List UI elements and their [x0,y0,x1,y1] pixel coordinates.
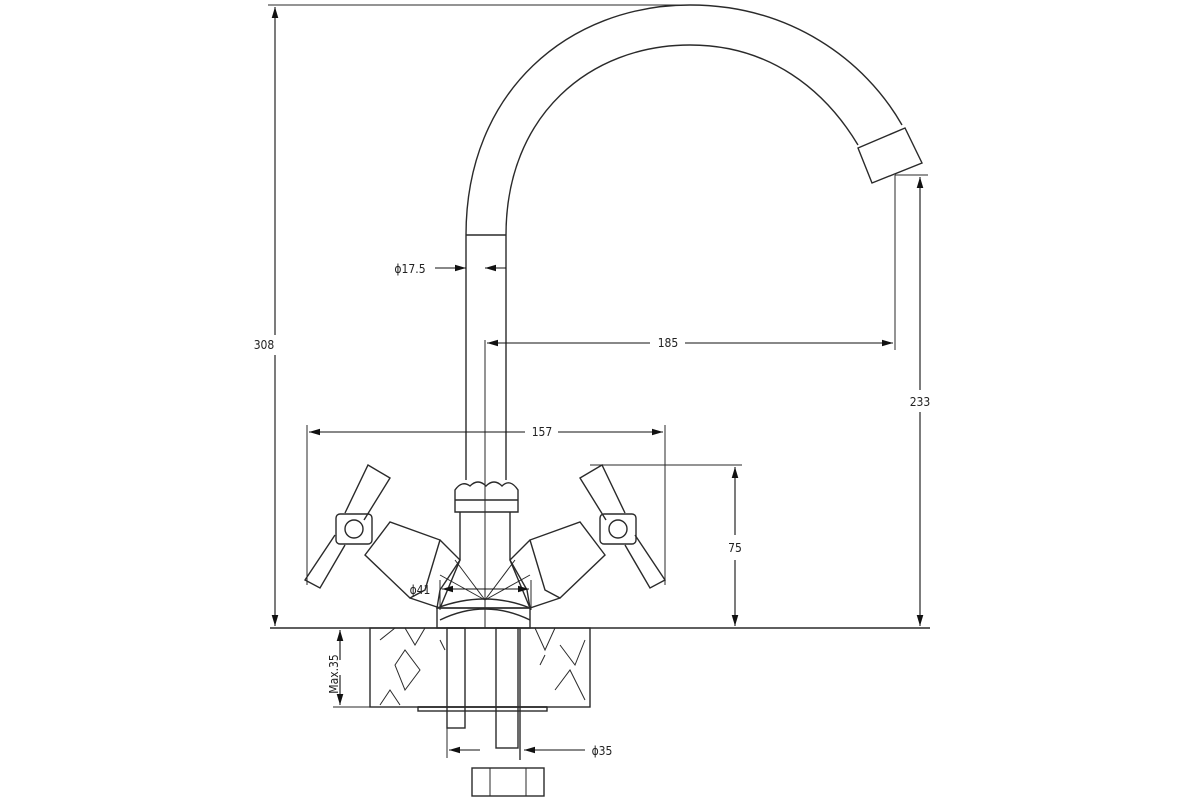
spout [465,4,923,480]
label-233: 233 [910,395,931,409]
dim-hole-diameter: ϕ35 [446,728,613,758]
label-base-diameter: ϕ41 [410,583,431,597]
countertop [270,627,930,797]
dim-max-thickness: Max.35 [327,630,370,708]
label-pipe-diameter: ϕ17.5 [394,262,425,276]
dim-spout-height: 233 [895,174,931,626]
dim-base-diameter: ϕ41 [410,580,532,610]
label-75: 75 [728,541,742,555]
dim-total-height: 308 [254,4,690,626]
label-hole-diameter: ϕ35 [592,744,613,758]
label-308: 308 [254,338,275,352]
aerator-nozzle [857,127,923,184]
left-handle [303,464,461,609]
dim-pipe-diameter: ϕ17.5 [394,262,506,276]
label-185: 185 [658,336,679,350]
label-157: 157 [532,425,553,439]
label-max-35: Max.35 [327,654,341,693]
dim-spout-reach: 185 [487,175,896,350]
dim-handle-span: 157 [306,425,666,585]
right-handle [509,464,667,609]
faucet-body [436,340,531,629]
dim-handle-height: 75 [590,464,742,626]
